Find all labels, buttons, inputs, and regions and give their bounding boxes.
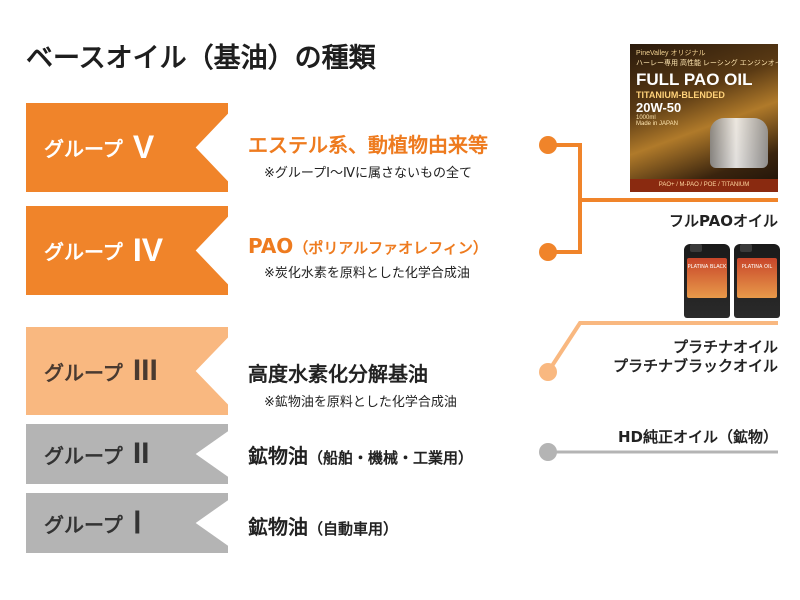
group-3-note: ※鉱物油を原料とした化学合成油 <box>264 395 457 410</box>
full-pao-label: フルPAOオイル <box>669 212 778 230</box>
group-2-connector-dot <box>539 443 557 461</box>
group-4-connector-dot <box>539 243 557 261</box>
group-4-main: PAO <box>248 234 294 258</box>
group-3-connector-dot <box>539 363 557 381</box>
group-3-tag: グループ III <box>26 327 228 415</box>
bottle-icon: PLATINA BLACK <box>684 244 730 318</box>
product-subtitle: ハーレー専用 高性能 レーシング エンジンオイル <box>636 60 778 67</box>
group-5-note: ※グループⅠ～Ⅳに属さないもの全て <box>264 166 472 181</box>
group-3-numeral: III <box>132 354 158 387</box>
full-pao-product-image: PineValley オリジナル ハーレー専用 高性能 レーシング エンジンオイ… <box>630 44 778 192</box>
group-5-connector-dot <box>539 136 557 154</box>
group-5-kana: グループ <box>44 137 123 161</box>
group-5-tag: グループ V <box>26 103 228 192</box>
group-1-paren: （自動車用） <box>308 520 399 538</box>
group-2-main: 鉱物油 <box>248 444 308 468</box>
product-title: FULL PAO OIL <box>636 70 753 89</box>
platina-oil-label: プラチナオイル <box>672 338 778 356</box>
platina-connector-line <box>546 321 778 374</box>
group-5-numeral: V <box>132 129 155 165</box>
product-volume: 1000ml <box>636 115 656 121</box>
group-3-main: 高度水素化分解基油 <box>248 362 428 386</box>
group-2-description: 鉱物油（船舶・機械・工業用） <box>248 440 473 469</box>
group-3-description: 高度水素化分解基油 ※鉱物油を原料とした化学合成油 <box>248 358 457 410</box>
group-4-note: ※炭化水素を原料とした化学合成油 <box>264 266 470 281</box>
group-5-description: エステル系、動植物由来等 ※グループⅠ～Ⅳに属さないもの全て <box>248 129 488 181</box>
group-2-kana: グループ <box>44 443 123 468</box>
hd-oil-label: HD純正オイル（鉱物） <box>617 428 778 446</box>
group-2-paren: （船舶・機械・工業用） <box>308 449 474 467</box>
group-3-kana: グループ <box>44 360 123 385</box>
group-4-description: PAO（ポリアルファオレフィン） ※炭化水素を原料とした化学合成油 <box>248 234 488 281</box>
product-made-in: Made in JAPAN <box>636 121 678 127</box>
bottle-label: PLATINA BLACK <box>687 258 727 298</box>
bottle-icon: PLATINA OIL <box>734 244 780 318</box>
group-4-kana: グループ <box>44 240 123 264</box>
page-title: ベースオイル（基油）の種類 <box>26 43 376 74</box>
product-viscosity: 20W-50 <box>636 100 682 115</box>
platina-black-label: プラチナブラックオイル <box>612 357 778 375</box>
group-1-description: 鉱物油（自動車用） <box>248 511 398 540</box>
group-5-main: エステル系、動植物由来等 <box>248 133 488 157</box>
group-2-numeral: II <box>132 437 150 470</box>
product-brand: PineValley オリジナル <box>636 50 706 57</box>
group-1-numeral: Ⅰ <box>132 506 142 540</box>
group-4-paren: （ポリアルファオレフィン） <box>293 239 488 257</box>
group-1-kana: グループ <box>44 512 123 537</box>
group-2-tag: グループ II <box>26 424 228 484</box>
product-footer: PAO+ / M-PAO / POE / TITANIUM <box>630 179 778 192</box>
group-4-tag: グループ IV <box>26 206 228 295</box>
group-1-tag: グループ Ⅰ <box>26 493 228 553</box>
product-titanium: TITANIUM-BLENDED <box>636 90 725 100</box>
pao-connector-line <box>548 143 778 254</box>
bottle-label: PLATINA OIL <box>737 258 777 298</box>
platina-bottles-image: PLATINA BLACK PLATINA OIL <box>684 244 780 318</box>
group-4-numeral: IV <box>132 232 164 268</box>
group-1-main: 鉱物油 <box>248 515 308 539</box>
piston-icon <box>710 118 768 168</box>
